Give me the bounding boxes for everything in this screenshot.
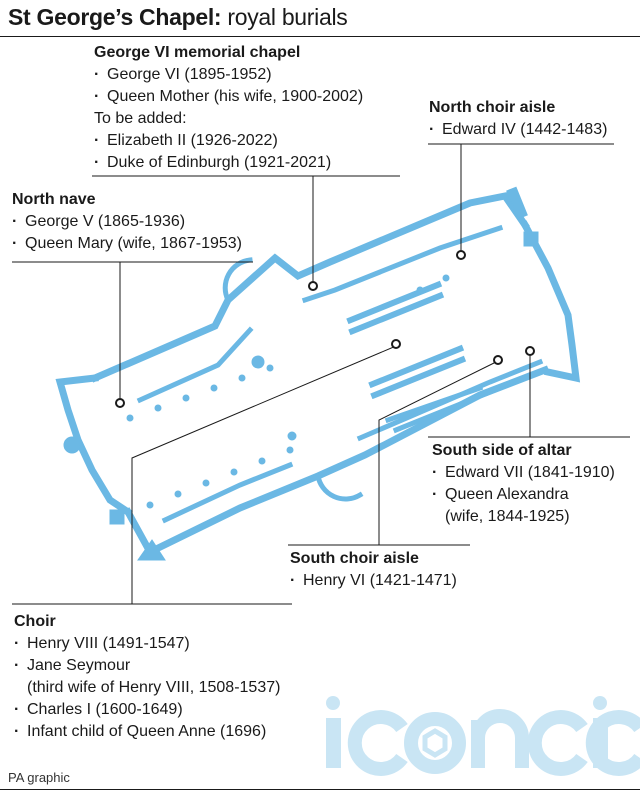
north-nave-heading: North nave	[12, 191, 96, 208]
leader-lines	[12, 143, 630, 605]
list-item: Queen Mary (wife, 1867-1953)	[12, 233, 242, 255]
watermark-logo	[326, 696, 640, 776]
marker-north-nave	[115, 398, 125, 408]
list-item: Edward VII (1841-1910)	[432, 462, 615, 484]
memorial-chapel-heading: George VI memorial chapel	[94, 44, 301, 61]
list-item: Duke of Edinburgh (1921-2021)	[94, 152, 363, 174]
list-item-continuation: (wife, 1844-1925)	[445, 508, 570, 525]
south-choir-aisle-heading: South choir aisle	[290, 550, 419, 567]
choir-label: Choir Henry VIII (1491-1547) Jane Seymou…	[14, 611, 280, 743]
title-bold: St George’s Chapel:	[8, 4, 222, 30]
page-title: St George’s Chapel: royal burials	[8, 4, 348, 31]
list-item: Infant child of Queen Anne (1696)	[14, 721, 280, 743]
list-item: Edward IV (1442-1483)	[429, 119, 607, 141]
marker-south-altar	[525, 346, 535, 356]
marker-south-choir-aisle	[493, 355, 503, 365]
north-nave-label: North nave George V (1865-1936) Queen Ma…	[12, 189, 242, 255]
chapel-plan	[55, 186, 581, 561]
list-item: Elizabeth II (1926-2022)	[94, 130, 363, 152]
credit-text: PA graphic	[8, 770, 70, 785]
marker-memorial-chapel	[308, 281, 318, 291]
marker-north-choir-aisle	[456, 250, 466, 260]
location-markers	[115, 250, 535, 408]
north-choir-aisle-heading: North choir aisle	[429, 99, 556, 116]
list-item: George VI (1895-1952)	[94, 64, 363, 86]
list-item: Henry VI (1421-1471)	[290, 570, 457, 592]
choir-heading: Choir	[14, 613, 56, 630]
north-choir-aisle-label: North choir aisle Edward IV (1442-1483)	[429, 97, 607, 141]
south-choir-aisle-label: South choir aisle Henry VI (1421-1471)	[290, 548, 457, 592]
marker-choir	[391, 339, 401, 349]
bottom-rule	[0, 789, 640, 790]
list-item: Jane Seymour	[14, 655, 280, 677]
memorial-chapel-label: George VI memorial chapel George VI (189…	[94, 42, 363, 174]
list-item: George V (1865-1936)	[12, 211, 242, 233]
list-item-continuation: (third wife of Henry VIII, 1508-1537)	[27, 679, 281, 696]
south-altar-heading: South side of altar	[432, 442, 572, 459]
title-light: royal burials	[227, 4, 348, 30]
to-be-added-label: To be added:	[94, 110, 187, 127]
south-altar-label: South side of altar Edward VII (1841-191…	[432, 440, 615, 528]
list-item: Queen Mother (his wife, 1900-2002)	[94, 86, 363, 108]
list-item: Queen Alexandra	[432, 484, 615, 506]
top-rule	[0, 36, 640, 37]
list-item: Henry VIII (1491-1547)	[14, 633, 280, 655]
list-item: Charles I (1600-1649)	[14, 699, 280, 721]
